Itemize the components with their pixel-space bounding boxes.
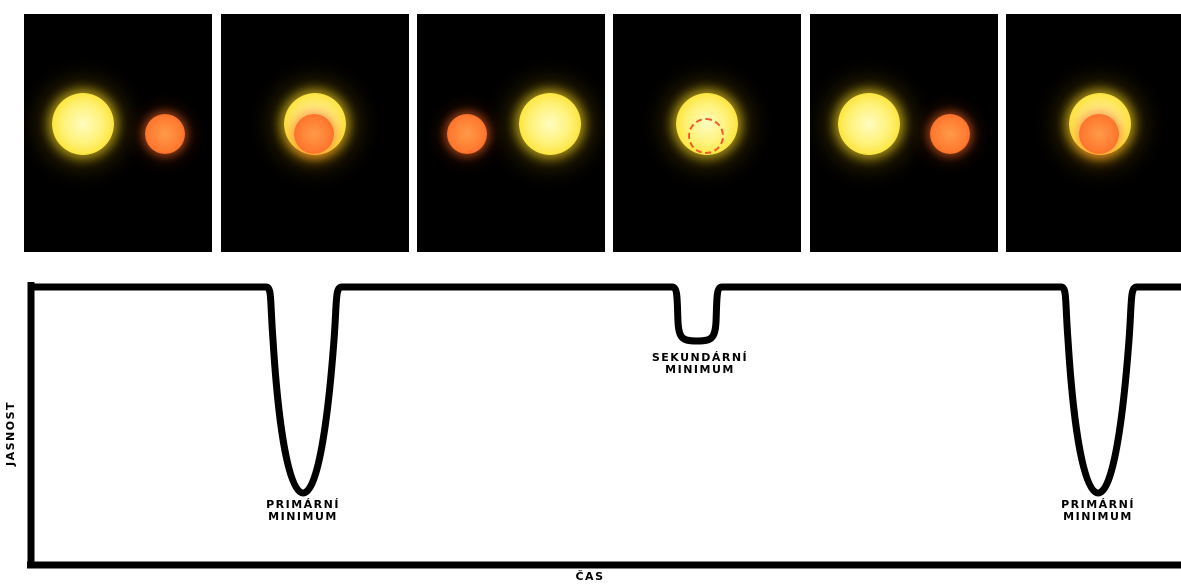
phase-panel-3 [417, 14, 605, 252]
label-line: SEKUNDÁRNÍ [651, 351, 749, 364]
primary-star [52, 93, 114, 155]
x-axis-label: ČAS [575, 570, 605, 583]
y-axis-label: JASNOST [4, 400, 17, 466]
secondary-star [930, 114, 970, 154]
primary-minimum-label-1: PRIMÁRNÍ MINIMUM [243, 499, 363, 523]
phase-panel-4 [613, 14, 801, 252]
hidden-secondary-star [688, 118, 724, 154]
phase-panel-5 [810, 14, 998, 252]
label-line: MINIMUM [268, 510, 338, 523]
secondary-star [447, 114, 487, 154]
phase-panel-6 [1006, 14, 1181, 252]
secondary-star [1079, 114, 1119, 154]
phase-panel-1 [24, 14, 212, 252]
label-line: PRIMÁRNÍ [266, 498, 340, 511]
primary-minimum-label-2: PRIMÁRNÍ MINIMUM [1038, 499, 1158, 523]
phase-panel-2 [221, 14, 409, 252]
primary-star [519, 93, 581, 155]
secondary-star [145, 114, 185, 154]
label-line: PRIMÁRNÍ [1061, 498, 1135, 511]
light-curve [31, 283, 1181, 497]
label-line: MINIMUM [1063, 510, 1133, 523]
label-line: MINIMUM [665, 363, 735, 376]
secondary-star [294, 114, 334, 154]
secondary-minimum-label: SEKUNDÁRNÍ MINIMUM [640, 352, 760, 376]
primary-star [838, 93, 900, 155]
